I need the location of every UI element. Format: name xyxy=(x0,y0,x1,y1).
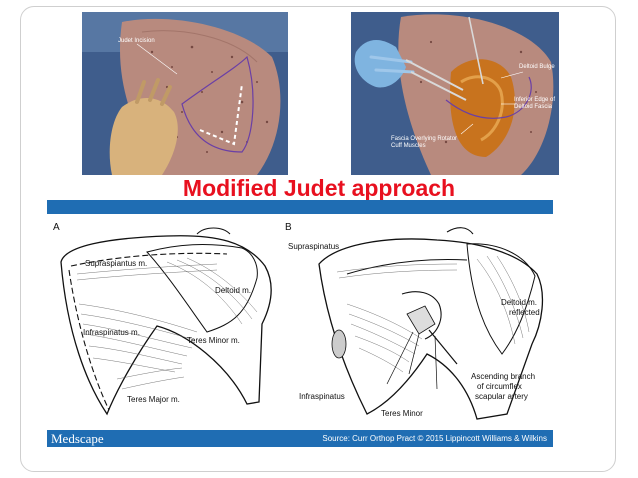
scapula-drawing xyxy=(60,227,544,420)
label-a-teres-major: Teres Major m. xyxy=(127,395,180,404)
photo-callout-judet-incision: Judet Incision xyxy=(118,38,155,44)
label-b-artery-line1: Ascending branch xyxy=(471,372,536,381)
label-b-deltoid-line1: Deltoid m. xyxy=(501,298,538,307)
photo-callout-deltoid-bulge: Deltoid Bulge xyxy=(519,64,555,70)
anatomy-figure: A B Supraspiantus m. Deltoid m. Infraspi… xyxy=(47,214,553,430)
label-b-deltoid-line2: reflected xyxy=(509,308,540,317)
medscape-logo: Medscape xyxy=(51,431,104,446)
label-b-teres-minor: Teres Minor xyxy=(381,409,423,418)
source-citation: Source: Curr Orthop Pract © 2015 Lippinc… xyxy=(322,434,547,443)
slide-title: Modified Judet approach xyxy=(182,175,456,201)
panel-b-letter: B xyxy=(285,222,292,233)
label-b-infraspinatus: Infraspinatus xyxy=(299,392,345,401)
surgical-photo-exposure: Deltoid Bulge Inferior Edge of Deltoid F… xyxy=(351,12,559,175)
label-a-supraspinatus: Supraspiantus m. xyxy=(85,259,148,268)
label-b-supraspinatus: Supraspinatus xyxy=(288,242,340,251)
label-a-infraspinatus: Infraspinatus m. xyxy=(83,328,140,337)
label-b-artery-line2: of circumflex xyxy=(477,382,522,391)
photo-callout-fascia-rotator-cuff: Fascia Overlying Rotator Cuff Muscles xyxy=(391,136,458,149)
label-a-deltoid: Deltoid m. xyxy=(215,286,252,295)
surgical-photo-incision: Judet Incision xyxy=(82,12,288,175)
exposure-photo-illustration xyxy=(351,12,559,175)
title-accent-bar xyxy=(47,200,553,214)
label-a-teres-minor: Teres Minor m. xyxy=(187,336,240,345)
figure-footer-bar: Medscape Source: Curr Orthop Pract © 201… xyxy=(47,430,553,447)
label-b-artery-line3: scapular artery xyxy=(475,392,528,401)
panel-a-letter: A xyxy=(53,222,60,233)
incision-photo-illustration xyxy=(82,12,288,175)
photo-callout-inferior-edge: Inferior Edge of Deltoid Fascia xyxy=(514,97,556,110)
